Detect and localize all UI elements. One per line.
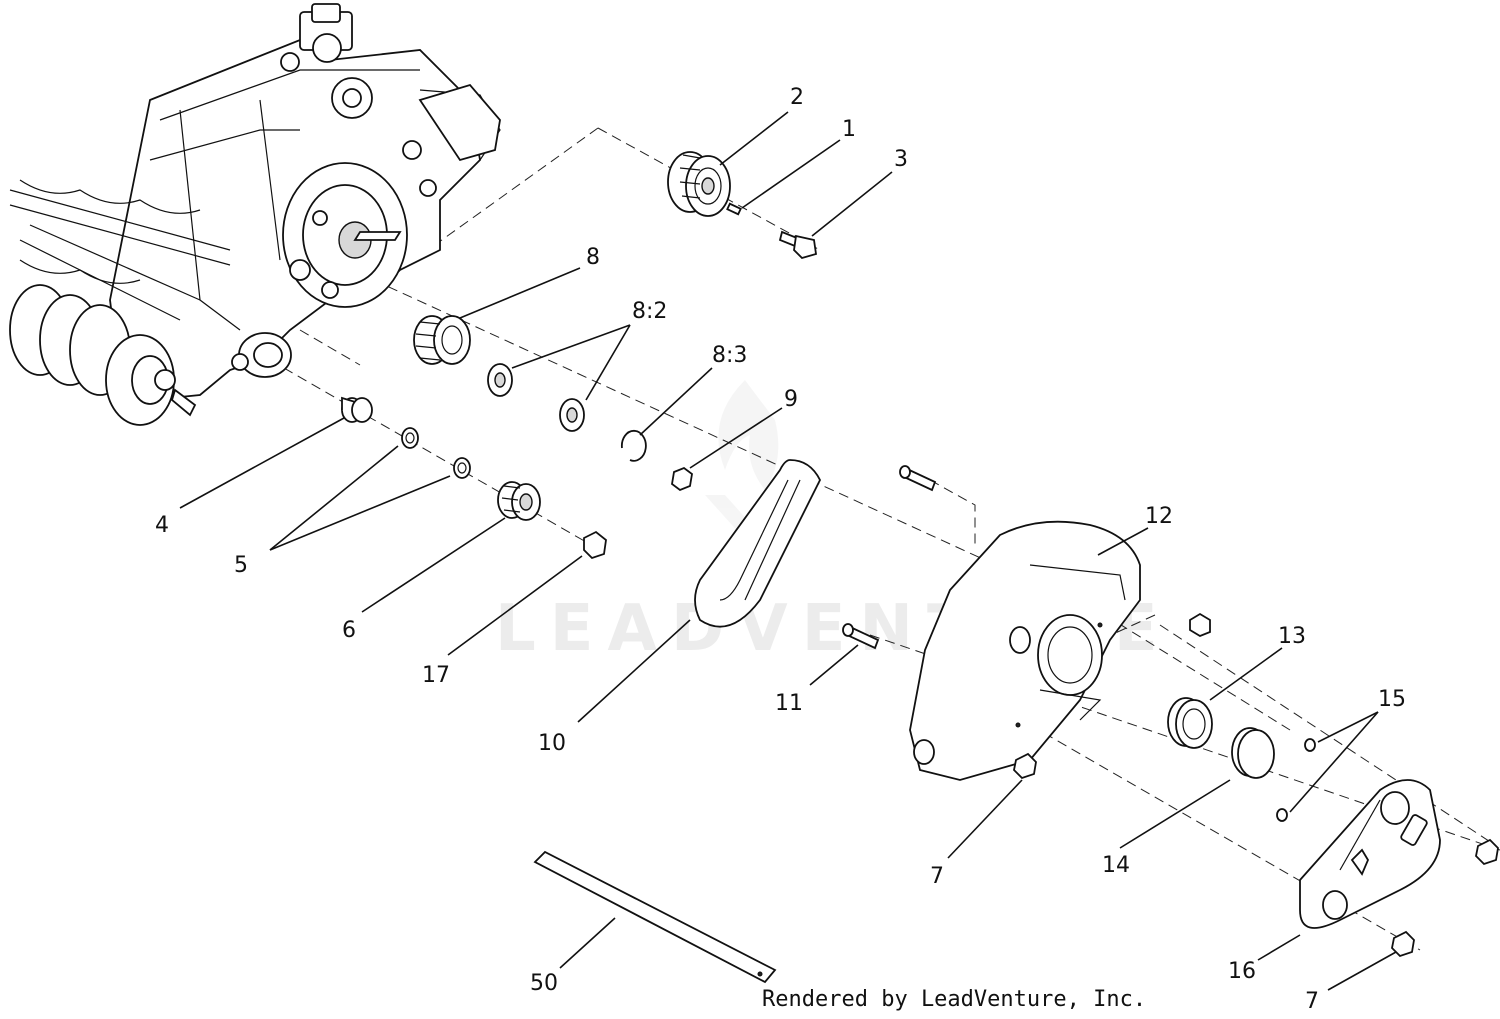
callout-4: 4: [155, 513, 169, 538]
part-3-bolt: [778, 230, 818, 260]
part-15-nut-b: [1276, 808, 1288, 822]
callout-3: 3: [894, 147, 908, 172]
callout-12: 12: [1145, 504, 1173, 529]
part-6-idler: [497, 481, 541, 521]
part-nut-upper-right: [1189, 612, 1211, 638]
part-4-spacer: [341, 396, 373, 423]
callout-6: 6: [342, 618, 356, 643]
part-8-2-bearing-a: [487, 363, 513, 397]
part-14-plug: [1231, 727, 1275, 779]
part-50-decal: [533, 850, 777, 984]
part-7-nut-bottom: [1391, 930, 1415, 958]
part-2-pulley: [667, 151, 731, 217]
callout-50: 50: [530, 971, 558, 996]
callout-8: 8: [586, 245, 600, 270]
callout-10: 10: [538, 731, 566, 756]
callout-14: 14: [1102, 853, 1130, 878]
machine-housing-assembly: [9, 3, 501, 426]
callout-7-lower: 7: [930, 864, 944, 889]
part-7-nut-lower: [1013, 752, 1037, 780]
part-8-roller: [413, 315, 471, 365]
callout-5: 5: [234, 553, 248, 578]
leader-lines: [179, 111, 1397, 991]
callout-8-2: 8:2: [632, 299, 667, 324]
callout-labels: 1 2 3 4 5 6 7 7 8 8:2 8:3 9 10 11 12 13 …: [155, 85, 1406, 1014]
part-16-plate: [1299, 779, 1441, 929]
part-17-nut: [583, 530, 607, 560]
part-pin-upper: [899, 465, 937, 492]
callout-13: 13: [1278, 624, 1306, 649]
part-1-key: [726, 202, 742, 216]
callout-17: 17: [422, 663, 450, 688]
callout-7-bottom: 7: [1305, 989, 1319, 1014]
callout-8-3: 8:3: [712, 343, 747, 368]
part-10-belt: [694, 459, 822, 628]
callout-15: 15: [1378, 687, 1406, 712]
part-9-nut: [671, 466, 693, 492]
part-15-nut-a: [1304, 738, 1316, 752]
part-5-washer-a: [401, 427, 419, 449]
part-5-washer-b: [453, 457, 471, 479]
callout-9: 9: [784, 387, 798, 412]
part-nut-far-right: [1475, 838, 1499, 866]
reel-blades: [9, 179, 231, 321]
part-8-2-bearing-b: [559, 398, 585, 432]
part-8-3-snap-ring: [620, 429, 647, 462]
roller-discs: [9, 284, 197, 426]
callout-11: 11: [775, 691, 803, 716]
assembly-lines: [269, 127, 1500, 951]
part-11-pin: [842, 623, 880, 650]
part-13-seal: [1167, 697, 1213, 749]
callout-1: 1: [842, 117, 856, 142]
footer-credit: Rendered by LeadVenture, Inc.: [762, 987, 1146, 1012]
part-12-belt-cover: [909, 520, 1141, 781]
callout-16: 16: [1228, 959, 1256, 984]
callout-2: 2: [790, 85, 804, 110]
